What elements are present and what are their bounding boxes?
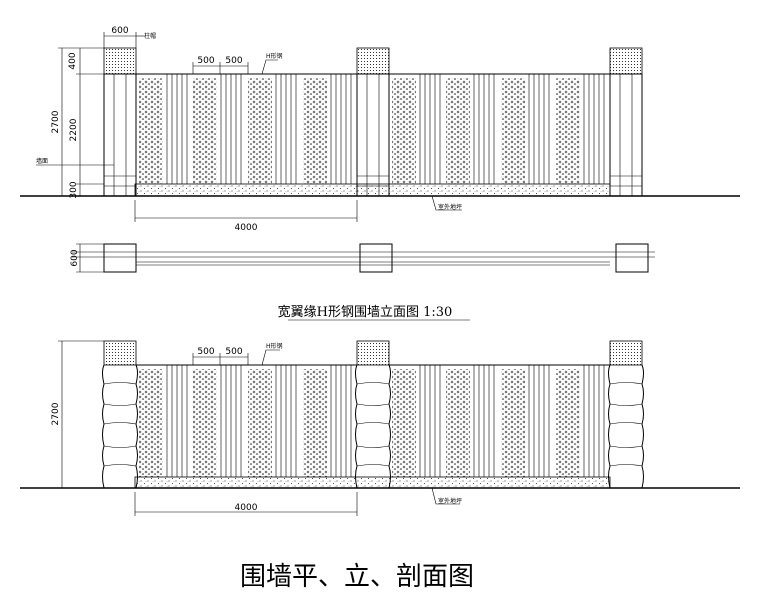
plan-pier-2 [359, 243, 393, 273]
note-pier-cap-a: 柱帽 [144, 32, 156, 40]
fence-bay-b-left [136, 364, 357, 477]
notes-b: H形钢 室外地坪 [261, 342, 462, 505]
plan-view: 600 [70, 243, 655, 273]
pier-a3 [609, 47, 643, 197]
note-side-a: 墙面 [36, 157, 48, 165]
footing-strip-b [134, 476, 611, 489]
dim-span-a: 4000 [235, 223, 258, 233]
pier-a1 [103, 47, 137, 197]
pier-b1 [102, 340, 138, 489]
notes-a: 柱帽 H形钢 墙面 室外地坪 [36, 32, 462, 211]
plan-pier-1 [103, 243, 137, 273]
fence-bay-a-left [136, 73, 357, 184]
dim-panel-height-a: 2200 [69, 118, 79, 141]
section-title: 宽翼缘H形钢围墙立面图 1:30 [278, 304, 453, 320]
note-steel-member-a: H形钢 [266, 52, 283, 60]
note-ground-b: 室外地坪 [438, 497, 462, 505]
plan-pier-3 [615, 243, 649, 273]
pier-a2 [356, 47, 390, 197]
dim-overall-height-b: 2700 [51, 402, 61, 425]
fence-bay-b-right [389, 364, 610, 477]
note-steel-member-b: H形钢 [266, 342, 283, 350]
dim-span-b: 4000 [235, 503, 258, 513]
dim-pier-depth-plan: 600 [70, 249, 80, 266]
dim-spacing-a2: 500 [225, 56, 242, 66]
dimensions-a: 600 400 2700 2200 300 500 500 4000 [51, 26, 358, 233]
note-ground-a: 室外地坪 [438, 203, 462, 211]
dim-pier-width-a: 600 [111, 26, 128, 36]
dim-spacing-b1: 500 [197, 347, 214, 357]
dimensions-b: 2700 500 500 4000 [51, 340, 358, 516]
elevation-b: 2700 500 500 4000 H形钢 室外地坪 [20, 340, 740, 516]
dim-spacing-a1: 500 [197, 56, 214, 66]
dim-cap-height-a: 400 [68, 52, 78, 69]
elevation-a: 600 400 2700 2200 300 500 500 4000 [20, 26, 740, 233]
dim-spacing-b2: 500 [225, 347, 242, 357]
fence-bay-a-right [389, 73, 610, 184]
dim-overall-height-a: 2700 [51, 110, 61, 133]
pier-b2 [355, 340, 391, 489]
pier-b3 [608, 340, 644, 489]
main-title: 围墙平、立、剖面图 [240, 562, 474, 592]
dim-base-height-a: 300 [69, 181, 79, 198]
